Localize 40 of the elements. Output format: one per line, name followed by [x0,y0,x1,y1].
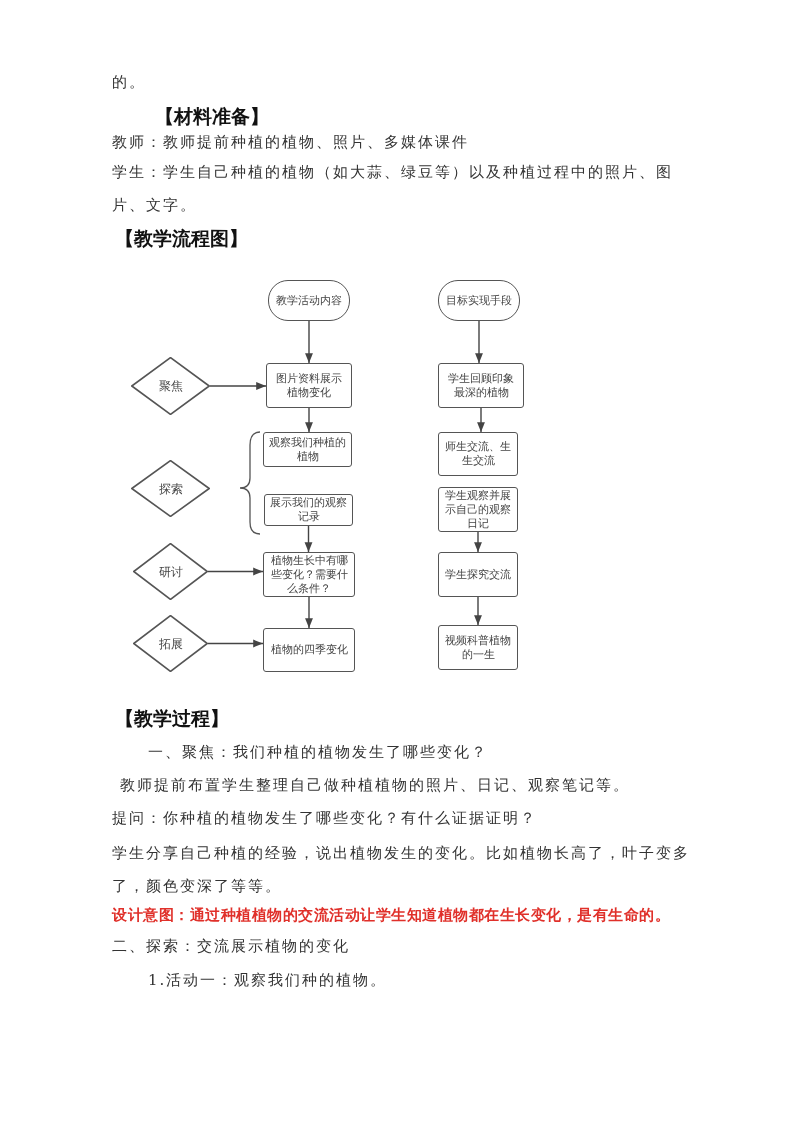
process-box: 展示我们的观察记录 [264,494,353,526]
stage-diamond: 研讨 [133,543,208,600]
paragraph-text: 学生：学生自己种植的植物（如大蒜、绿豆等）以及种植过程中的照片、图片、文字。 [112,162,674,216]
process-box: 植物生长中有哪些变化？需要什么条件？ [263,552,355,597]
arrow [209,382,267,390]
paragraph-text: 一、聚焦：我们种植的植物发生了哪些变化？ [148,742,489,763]
paragraph-text: 教师：教师提前种植的植物、照片、多媒体课件 [112,132,470,153]
paragraph-text: 二、探索：交流展示植物的变化 [112,936,351,957]
section-heading: 【教学过程】 [115,706,230,731]
paragraph-text: 学生分享自己种植的经验，说出植物发生的变化。比如植物长高了，叶子变多了，颜色变深了等等。 [112,843,691,897]
process-box: 学生观察并展示自己的观察日记 [438,487,518,532]
paragraph-text: 教师提前布置学生整理自己做种植植物的照片、日记、观察笔记等。 [120,775,631,796]
arrow [305,320,313,364]
arrow [207,639,264,648]
arrow [207,567,264,576]
arrow [304,525,313,553]
stage-diamond: 拓展 [133,615,208,672]
process-box: 学生回顾印象最深的植物 [438,363,524,408]
paragraph-text: 1.活动一：观察我们种的植物。 [148,970,389,991]
section-heading: 【教学流程图】 [115,226,249,251]
process-box: 学生探究交流 [438,552,518,597]
design-intent-text: 设计意图：通过种植植物的交流活动让学生知道植物都在生长变化，是有生命的。 [112,905,671,926]
stage-diamond: 聚焦 [131,357,210,415]
start-terminal: 目标实现手段 [438,280,520,321]
arrow [475,320,483,364]
arrow [305,407,313,433]
start-terminal: 教学活动内容 [268,280,350,321]
process-box: 师生交流、生生交流 [438,432,518,476]
arrow [477,407,485,433]
process-box: 图片资料展示植物变化 [266,363,352,408]
arrow [474,596,482,626]
process-box: 观察我们种植的植物 [263,432,352,467]
section-heading: 【材料准备】 [155,104,270,129]
paragraph-text: 提问：你种植的植物发生了哪些变化？有什么证据证明？ [112,808,538,829]
arrow [474,531,482,553]
process-box: 视频科普植物的一生 [438,625,518,670]
paragraph-text: 的。 [112,72,147,93]
process-box: 植物的四季变化 [263,628,355,672]
stage-diamond: 探索 [131,460,210,517]
arrow [305,596,313,629]
